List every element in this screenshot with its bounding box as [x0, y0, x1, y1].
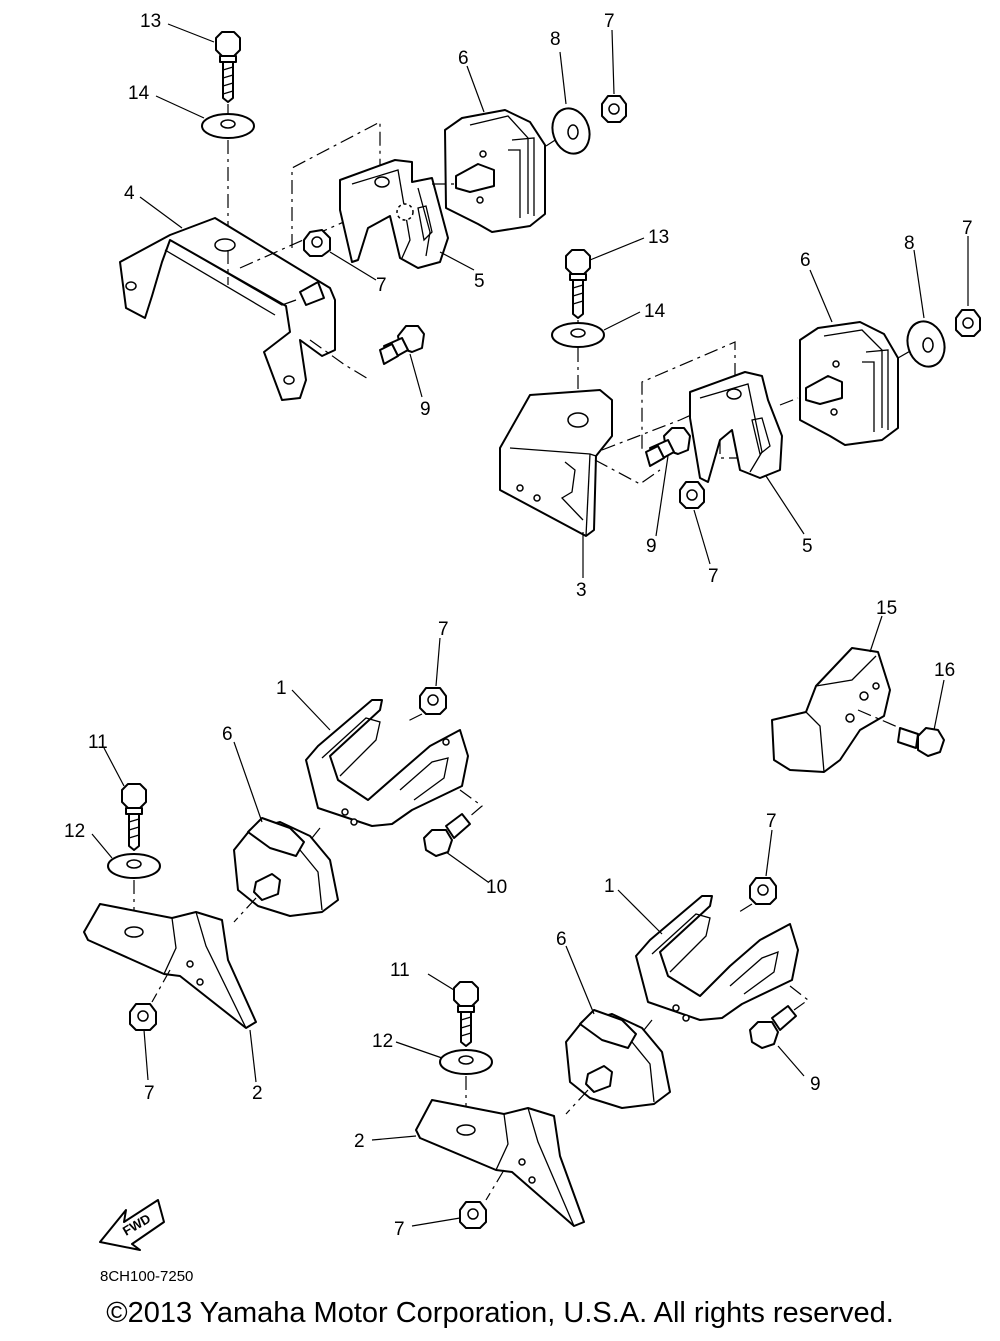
flange-bolt	[379, 325, 425, 365]
flange-nut	[459, 1201, 487, 1229]
diagram-code: 8CH100-7250	[100, 1268, 194, 1285]
engine-bracket	[119, 217, 336, 401]
callout-5: 5	[474, 271, 485, 292]
callout-14: 14	[644, 301, 666, 322]
callout-1: 1	[276, 678, 287, 699]
washer	[906, 320, 946, 368]
flange-bolt	[121, 783, 147, 851]
mount-bracket	[635, 895, 799, 1022]
callout-10: 10	[486, 877, 507, 898]
callout-7: 7	[376, 275, 387, 296]
washer	[439, 1049, 493, 1075]
callout-7: 7	[394, 1219, 405, 1240]
callout-16: 16	[934, 660, 955, 681]
callout-11: 11	[390, 960, 410, 981]
callout-14: 14	[128, 83, 150, 104]
callout-15: 15	[876, 598, 897, 619]
flange-nut	[955, 309, 981, 337]
engine-bracket	[499, 389, 613, 537]
callout-6: 6	[458, 48, 469, 69]
washer	[201, 113, 255, 139]
flange-nut	[601, 95, 627, 123]
callout-7: 7	[604, 11, 615, 32]
flange-bolt	[423, 813, 471, 857]
flange-nut	[749, 877, 777, 905]
rubber-damper-mount	[799, 321, 899, 446]
washer	[551, 322, 605, 348]
washer	[107, 853, 161, 879]
callout-7: 7	[708, 566, 719, 587]
copyright-notice: ©2013 Yamaha Motor Corporation, U.S.A. A…	[106, 1297, 894, 1329]
flange-bolt	[749, 1005, 797, 1049]
callout-9: 9	[420, 399, 431, 420]
callout-6: 6	[222, 724, 233, 745]
mount-block	[771, 647, 891, 773]
callout-7: 7	[962, 218, 973, 239]
mount-bracket	[339, 159, 449, 269]
flange-bolt	[565, 249, 591, 319]
callout-1: 1	[604, 876, 615, 897]
callout-2: 2	[252, 1083, 263, 1104]
flange-bolt	[897, 727, 945, 757]
flange-bolt	[645, 427, 691, 467]
engine-bracket	[415, 1099, 585, 1227]
flange-nut	[303, 229, 331, 257]
leader-lines	[91, 23, 969, 1227]
engine-bracket	[83, 903, 257, 1029]
rubber-damper-mount	[565, 1009, 671, 1109]
flange-bolt	[215, 31, 241, 103]
callout-6: 6	[556, 929, 567, 950]
rubber-damper-mount	[444, 109, 546, 233]
callout-7: 7	[144, 1083, 155, 1104]
callout-4: 4	[124, 183, 135, 204]
callout-13: 13	[140, 11, 161, 32]
callout-7: 7	[766, 811, 777, 832]
rubber-damper-mount	[233, 817, 339, 917]
exploded-parts-diagram: FWD	[64, 11, 981, 1251]
callout-3: 3	[576, 580, 587, 601]
mount-bracket	[689, 371, 783, 483]
callout-12: 12	[372, 1031, 393, 1052]
callout-8: 8	[550, 29, 561, 50]
flange-nut	[419, 687, 447, 715]
flange-bolt	[453, 981, 479, 1047]
callout-13: 13	[648, 227, 669, 248]
mount-bracket	[305, 699, 469, 827]
flange-nut	[129, 1003, 157, 1031]
callout-9: 9	[646, 536, 657, 557]
callout-5: 5	[802, 536, 813, 557]
callout-labels: 13 14 4 6 8 7 7 5 9 13 14 6 8 7 9 7 5 3 …	[64, 11, 973, 1240]
callout-8: 8	[904, 233, 915, 254]
callout-12: 12	[64, 821, 85, 842]
flange-nut	[679, 481, 705, 509]
callout-11: 11	[88, 732, 108, 753]
callout-6: 6	[800, 250, 811, 271]
callout-9: 9	[810, 1074, 821, 1095]
callout-2: 2	[354, 1131, 365, 1152]
washer	[551, 107, 591, 155]
callout-7: 7	[438, 619, 449, 640]
forward-arrow-icon: FWD	[99, 1199, 165, 1251]
